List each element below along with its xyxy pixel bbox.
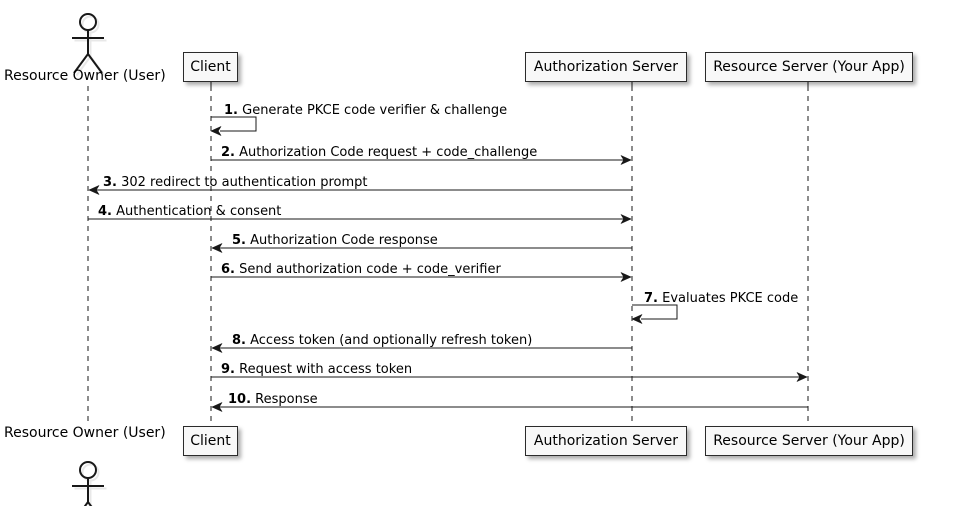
arrowhead-shape: [210, 126, 222, 136]
participant-label-client: Client: [190, 59, 231, 75]
arrowhead-msg-3: [88, 185, 100, 195]
participant-label-authorization-server: Authorization Server: [533, 59, 679, 75]
msg-5-text: Authorization Code response: [245, 233, 438, 248]
actor-shadow: [74, 463, 107, 506]
arrowhead-msg-9: [796, 372, 808, 382]
msg-6-label: 6. Send authorization code + code_verifi…: [221, 263, 501, 276]
arrowhead-msg-6: [620, 272, 632, 282]
msg-1-number: 1.: [224, 103, 238, 118]
participant-label-resource-server: Resource Server (Your App): [713, 433, 905, 449]
arrowhead-msg-7: [631, 314, 643, 324]
msg-1-label: 1. Generate PKCE code verifier & challen…: [224, 104, 507, 117]
msg-1-text: Generate PKCE code verifier & challenge: [237, 103, 508, 118]
arrowhead-shape: [620, 214, 632, 224]
msg-9-arrow: [211, 372, 808, 382]
actor-figure-resource-owner-bottom: [72, 461, 104, 506]
msg-2-label: 2. Authorization Code request + code_cha…: [221, 146, 537, 159]
msg-6-number: 6.: [221, 262, 235, 277]
msg-8-label: 8. Access token (and optionally refresh …: [232, 334, 532, 347]
msg-4-arrow: [88, 214, 632, 224]
msg-8-text: Access token (and optionally refresh tok…: [245, 333, 533, 348]
arrowhead-shape: [88, 185, 100, 195]
msg-1-self-loop: [210, 116, 257, 136]
participant-box-client-bottom[interactable]: Client: [183, 426, 238, 456]
msg-1-self-path: [211, 116, 257, 132]
msg-2-number: 2.: [221, 145, 235, 160]
participant-box-authorization-server-top[interactable]: Authorization Server: [525, 52, 687, 82]
arrowhead-shape: [620, 155, 632, 165]
msg-9-text: Request with access token: [234, 362, 413, 377]
actor-part: [83, 501, 89, 506]
msg-10-number: 10.: [228, 392, 252, 407]
arrowhead-msg-10: [211, 402, 223, 412]
participant-box-authorization-server-bottom[interactable]: Authorization Server: [525, 426, 687, 456]
actor-resource-owner-top: [72, 13, 107, 77]
msg-5-arrow: [211, 243, 632, 253]
arrowhead-shape: [211, 402, 223, 412]
msg-3-arrow: [88, 185, 632, 195]
msg-10-arrow: [211, 402, 808, 412]
actor-label-resource-owner-bottom: Resource Owner (User): [4, 425, 166, 441]
actor-part: [73, 53, 89, 74]
msg-2-arrow: [211, 155, 632, 165]
msg-9-label: 9. Request with access token: [221, 363, 412, 376]
actor-part: [81, 15, 100, 34]
msg-5-label: 5. Authorization Code response: [232, 234, 438, 247]
arrowhead-msg-4: [620, 214, 632, 224]
msg-3-text: 302 redirect to authentication prompt: [116, 175, 368, 190]
participant-label-authorization-server: Authorization Server: [533, 433, 679, 449]
arrowhead-msg-1: [210, 126, 222, 136]
msg-6-arrow: [211, 272, 632, 282]
msg-4-label: 4. Authentication & consent: [98, 205, 281, 218]
actor-part: [81, 463, 100, 482]
participant-box-resource-server-bottom[interactable]: Resource Server (Your App): [705, 426, 913, 456]
msg-10-label: 10. Response: [228, 393, 318, 406]
actor-figures-group: [72, 13, 107, 506]
msg-2-text: Authorization Code request + code_challe…: [234, 145, 538, 160]
msg-6-text: Send authorization code + code_verifier: [234, 262, 501, 277]
lifelines-group: [87, 82, 809, 424]
actor-resource-owner-bottom: [72, 461, 107, 506]
participant-label-resource-server: Resource Server (Your App): [713, 59, 905, 75]
msg-4-number: 4.: [98, 204, 112, 219]
msg-7-text: Evaluates PKCE code: [657, 291, 799, 306]
message-arrows-group: [88, 116, 808, 412]
arrowhead-shape: [796, 372, 808, 382]
msg-7-label: 7. Evaluates PKCE code: [644, 292, 798, 305]
msg-4-text: Authentication & consent: [111, 204, 282, 219]
msg-8-number: 8.: [232, 333, 246, 348]
msg-8-arrow: [211, 343, 632, 353]
participant-label-client: Client: [190, 433, 231, 449]
arrowhead-shape: [211, 343, 223, 353]
actor-part: [75, 55, 92, 77]
actor-part: [87, 53, 103, 74]
arrowhead-shape: [631, 314, 643, 324]
msg-3-number: 3.: [103, 175, 117, 190]
msg-5-number: 5.: [232, 233, 246, 248]
arrowhead-msg-8: [211, 343, 223, 353]
msg-3-label: 3. 302 redirect to authentication prompt: [103, 176, 368, 189]
arrowhead-shape: [211, 243, 223, 253]
participant-box-client-top[interactable]: Client: [183, 52, 238, 82]
msg-7-self-path: [632, 304, 678, 320]
arrowhead-msg-2: [620, 155, 632, 165]
msg-7-self-loop: [631, 304, 678, 324]
actor-label-resource-owner-top: Resource Owner (User): [4, 68, 166, 84]
arrowhead-msg-5: [211, 243, 223, 253]
msg-10-text: Response: [251, 392, 318, 407]
actor-part: [87, 501, 93, 506]
participant-box-resource-server-top[interactable]: Resource Server (Your App): [705, 52, 913, 82]
msg-9-number: 9.: [221, 362, 235, 377]
actor-figure-resource-owner-top: [72, 13, 104, 74]
msg-7-number: 7.: [644, 291, 658, 306]
arrowhead-shape: [620, 272, 632, 282]
